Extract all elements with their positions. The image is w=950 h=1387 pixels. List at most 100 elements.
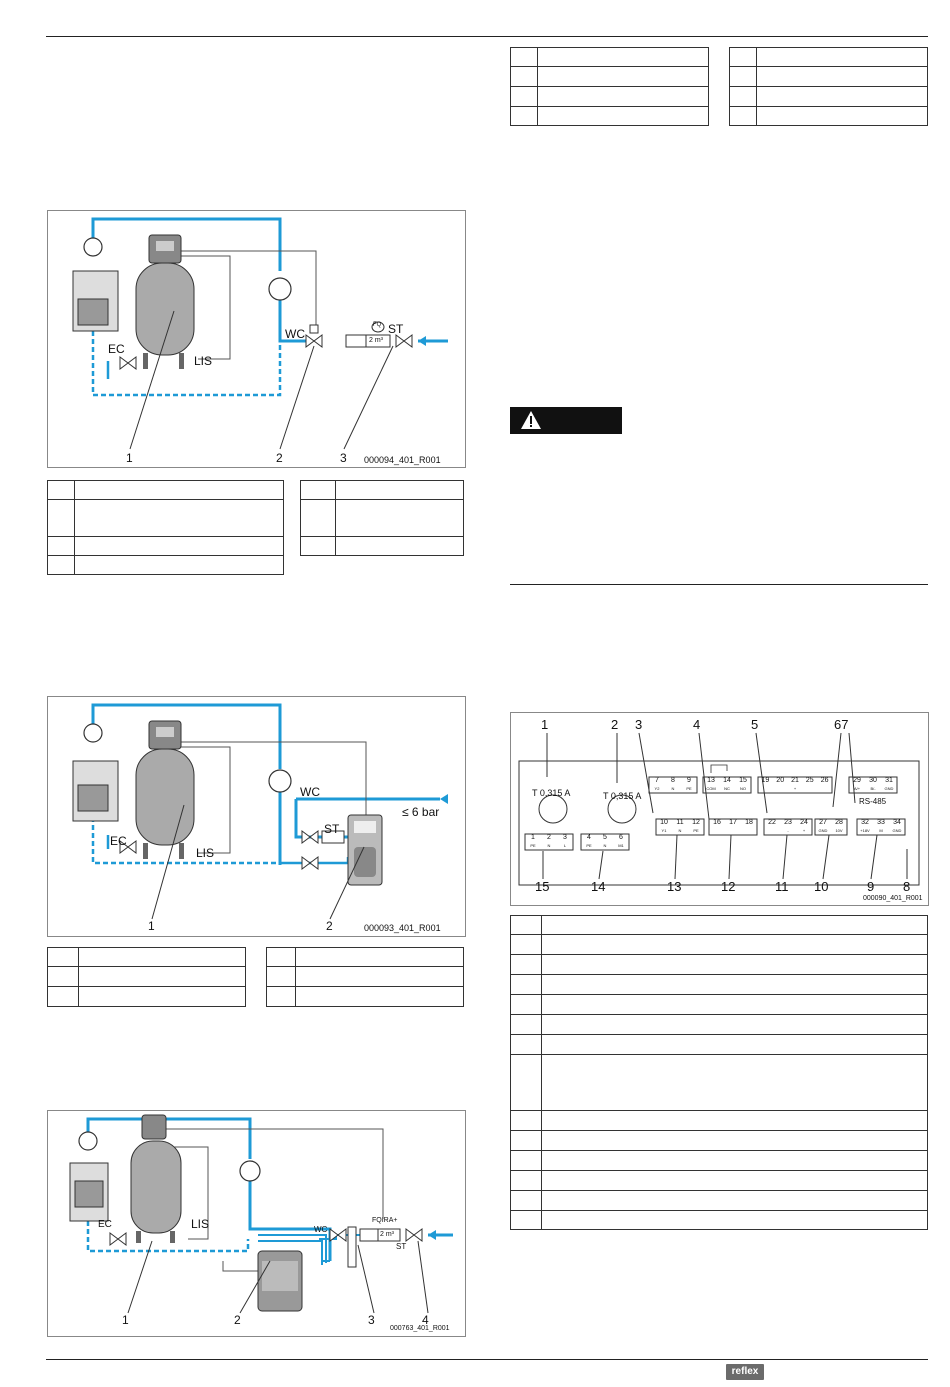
terminal-sub: +18V [860,828,870,833]
terminal-legend-table [510,915,928,1230]
warning-triangle-icon [521,411,541,429]
fig3-label-meter: 2 m³ [380,1231,394,1238]
brand-logo: reflex [726,1364,764,1380]
terminal-sub [764,828,780,833]
fig3-drawing-id: 000763_401_R001 [390,1325,450,1332]
terminal-block-10-12: 10 11 12 [656,819,704,835]
terminal-callout-11: 11 [775,879,789,894]
terminal-sub: PE [686,786,692,791]
fig3-callout-4: 4 [422,1313,429,1327]
terminal-callout-5: 5 [751,717,759,732]
fig3-label-ec: EC [98,1219,112,1230]
terminal-block-13-15: 13 14 15 [703,777,751,793]
terminal-fuse-right: T 0,315 A [603,791,642,801]
terminal-sub: PE [530,843,536,848]
terminal-num: 15 [739,777,747,784]
terminal-num: 27 [819,819,827,826]
warning-banner [510,407,622,434]
fig3-callout-2: 2 [234,1313,241,1327]
terminal-num: 24 [800,819,808,826]
terminal-sub [817,786,832,791]
figure-3-drawing [69,1114,453,1314]
terminal-block-7-9: 7 8 9 [649,777,697,793]
terminal-sub: GND [818,828,828,833]
terminal-num: 25 [805,777,814,784]
terminal-callout-10: 10 [814,879,829,894]
terminal-sub: PE [586,843,592,848]
fig2-label-wc: WC [300,785,320,799]
fig3-callout-1: 1 [122,1313,129,1327]
terminal-num: 8 [671,777,675,784]
terminal-num: 20 [776,777,785,784]
terminal-block-16-18: 16 17 18 [709,819,757,835]
terminal-sub: N [603,843,607,848]
terminal-callout-15: 15 [535,879,550,894]
terminal-block-29-31: 29 30 31 [849,777,897,793]
fig3-label-wc: WC [314,1225,328,1234]
terminal-sublabels-22-24: - + [764,828,812,833]
fig1-callout-2: 2 [276,451,283,465]
fig2-drawing-id: 000093_401_R001 [364,923,441,933]
fig3-label-fqira: FQIRA+ [372,1217,398,1224]
fig2-callout-2: 2 [326,919,333,933]
terminal-sub: N [671,786,675,791]
fig3-callout-3: 3 [368,1313,375,1327]
terminal-callout-13: 13 [667,879,682,894]
terminal-sub: NC [724,786,730,791]
fig2-legend-left [47,947,246,1007]
figure-3-schematic: EC LIS WC FQIRA+ 2 m³ ST 1 2 3 4 000763_… [47,1110,466,1337]
terminal-callout-12: 12 [721,879,736,894]
header-rule [46,36,928,37]
fig1-label-meter: 2 m³ [369,337,383,344]
fig2-legend-right [266,947,464,1007]
terminal-num: 11 [676,819,684,826]
fig1-label-ec: EC [108,342,125,356]
terminal-sub: NO [740,786,746,791]
figure-1-drawing [72,217,448,450]
terminal-num: 17 [729,819,737,826]
terminal-num: 13 [707,777,715,784]
fig1-callout-3: 3 [340,451,347,465]
fig3-label-st: ST [396,1242,407,1251]
terminal-callout-14: 14 [591,879,606,894]
terminal-sublabels-7-9: Y2 N PE [649,786,697,791]
figure-2-drawing [72,703,448,920]
terminal-sub: L [563,843,567,848]
terminal-sublabels-10-12: Y1 N PE [656,828,704,833]
terminal-sub: GND [884,786,894,791]
terminal-sub: - [787,828,789,833]
fig1-label-wc: WC [285,327,305,341]
terminal-sub: N [678,828,682,833]
terminal-sub: B/- [870,786,876,791]
terminal-sub: GND [892,828,902,833]
fig2-label-st: ST [324,822,340,836]
legend-table-top-right [729,47,928,126]
fig3-label-lis: LIS [191,1217,210,1231]
terminal-num: 16 [713,819,721,826]
terminal-block-27-28: 27 28 [815,819,847,835]
terminal-num: 21 [791,777,799,784]
terminal-num: 22 [768,819,776,826]
figure-2-schematic: WC ≤ 6 bar ST EC LIS 1 2 000093_401_R001 [47,696,466,937]
terminal-num: 3 [563,834,567,841]
terminal-num: 10 [660,819,668,826]
fig2-label-pressure: ≤ 6 bar [402,805,440,819]
terminal-num: 4 [587,834,591,841]
fig1-drawing-id: 000094_401_R001 [364,455,441,465]
terminal-num: 7 [655,777,659,784]
terminal-sub: COM [706,786,716,791]
terminal-callout-67: 67 [834,717,849,732]
section-rule [510,584,928,585]
fig1-legend-left [47,480,284,575]
terminal-num: 23 [784,819,792,826]
terminal-sublabels-4-6: PE N M1 [581,843,629,848]
terminal-sub: N [547,843,551,848]
terminal-sub: PE [693,828,699,833]
terminal-sub: Y2 [654,786,660,791]
terminal-sublabels-29-31: A/+ B/- GND [849,786,897,791]
terminal-sub [758,786,773,791]
terminal-callout-4: 4 [693,717,701,732]
terminal-sublabels-21: + [758,786,832,791]
terminal-callout-2: 2 [611,717,619,732]
terminal-sub: M [879,828,883,833]
